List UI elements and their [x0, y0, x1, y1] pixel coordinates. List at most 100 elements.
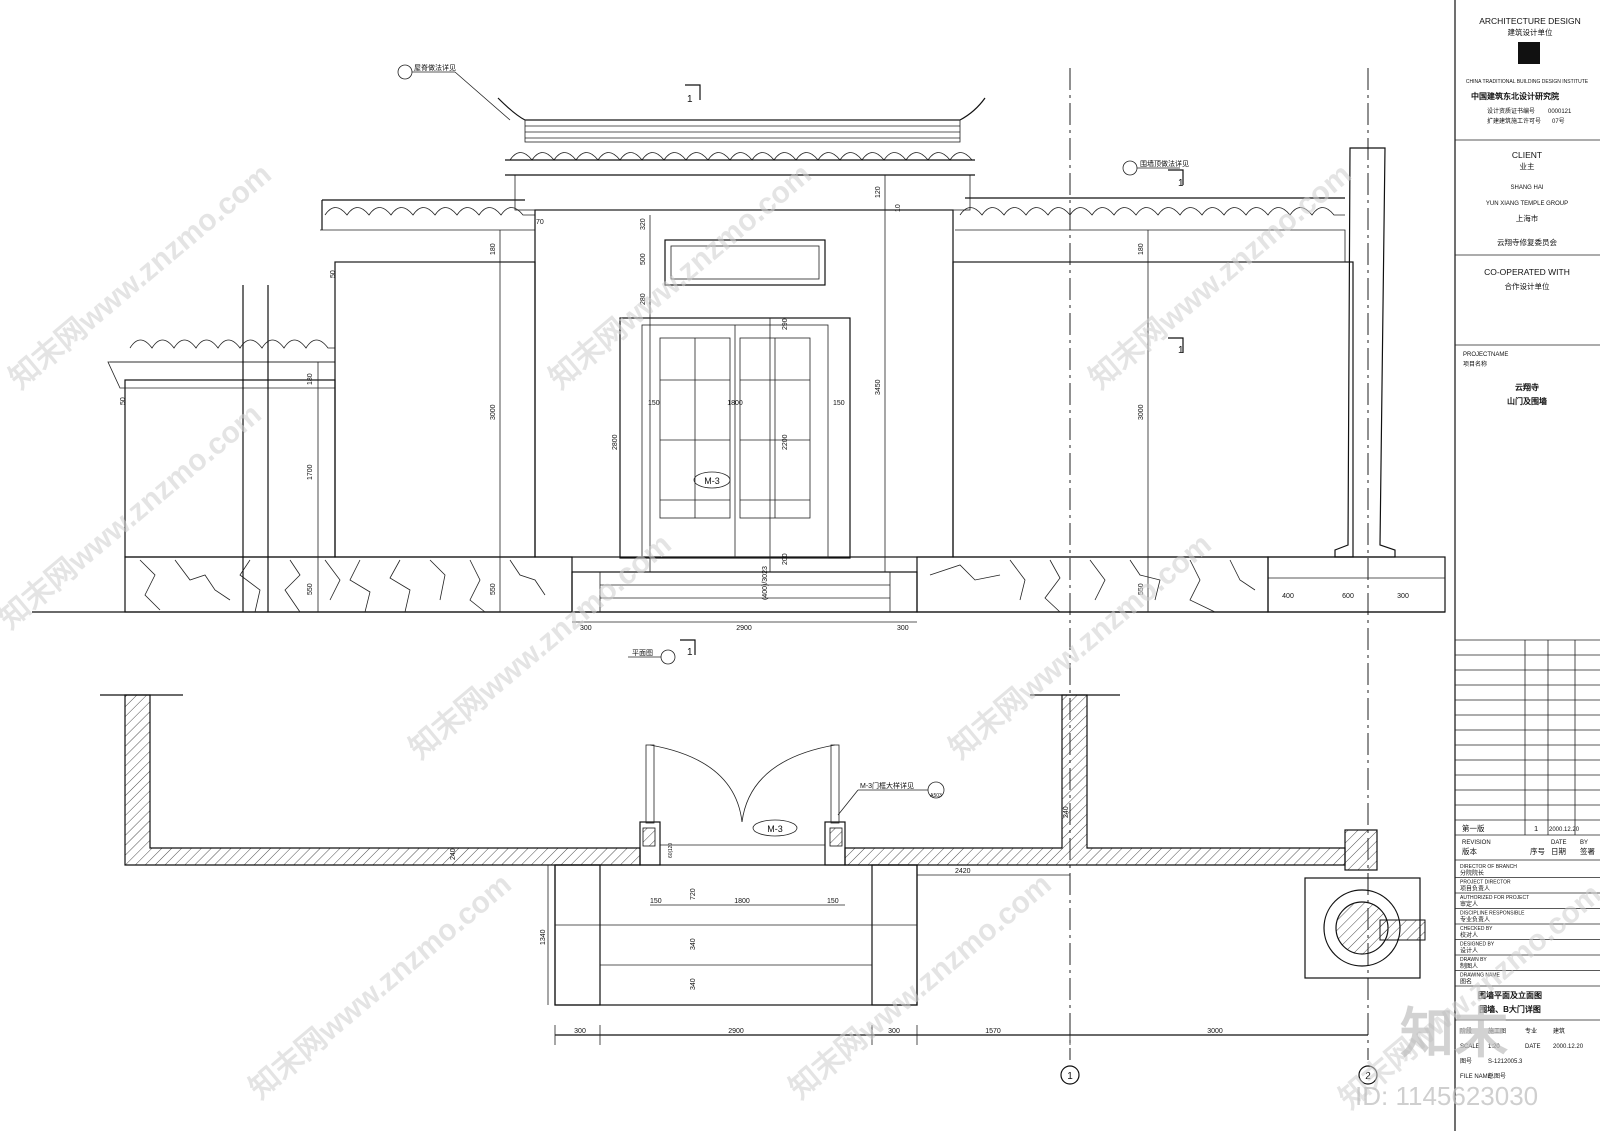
client-pinyin: SHANG HAI [1510, 185, 1543, 191]
dim-pilaster-c: 300 [1397, 593, 1409, 600]
dim-120: 120 [875, 186, 882, 198]
watermark-text-7: 知末网www.znzmo.com [243, 868, 517, 1106]
watermark-id: ID: 1145623030 [1355, 1081, 1538, 1111]
low-wall-left-cap [107, 361, 336, 389]
coop-en: CO-OPERATED WITH [1484, 267, 1570, 277]
gate-roof-tiles [509, 152, 973, 161]
client-en-name: YUN XIANG TEMPLE GROUP [1486, 201, 1568, 207]
plan-dim-b-4: 3000 [1207, 1028, 1223, 1035]
watermark-text-4: 知末网www.znzmo.com [0, 398, 268, 636]
drawing-name-1: 围墙平面及立面图 [1478, 990, 1542, 1000]
dim-3450: 3450 [875, 379, 882, 395]
role-cn: 项目负责人 [1460, 885, 1490, 893]
role-en: DIRECTOR OF BRANCH [1460, 864, 1517, 870]
revision-date: 2000.12.20 [1549, 827, 1580, 833]
date-cn: 日期 [1551, 847, 1566, 856]
date-en: DATE [1551, 840, 1567, 846]
meta-key: 阶段 [1460, 1027, 1472, 1035]
meta-value: S-1212005.3 [1488, 1059, 1523, 1065]
dim-base-w: 2900 [736, 625, 752, 632]
plan-dim-340-b: 340 [690, 978, 697, 990]
role-cn: 校对人 [1460, 931, 1478, 939]
mid-wall-left [334, 261, 536, 558]
dim-base-r: 300 [897, 625, 909, 632]
low-wall-left [124, 379, 336, 558]
door-tag-bubble [693, 471, 731, 489]
cert-value: 0000121 [1548, 109, 1572, 115]
firm-logo [1518, 42, 1540, 64]
pilaster-base [1267, 556, 1446, 613]
client-cn: 业主 [1520, 161, 1536, 171]
low-wall-left-tiles [129, 339, 335, 349]
dim-pilaster-a: 400 [1282, 593, 1294, 600]
door-detail-callout: M-3门框大样详见 [860, 781, 914, 790]
dim-70: 70 [536, 219, 544, 226]
dim-2800: 2800 [612, 434, 619, 450]
by-en: BY [1580, 840, 1588, 846]
callout-bubble-plan [660, 649, 676, 665]
plan-dim-frame: 60|120 [668, 843, 674, 858]
watermark-text-5: 知末网www.znzmo.com [403, 528, 677, 766]
plan-wall-left [124, 694, 641, 866]
meta-key: SCALE [1460, 1044, 1480, 1050]
plan-dim-240-a: 240 [450, 848, 457, 860]
client-city: 上海市 [1516, 213, 1539, 223]
drawing-name-2: 围墙、B大门详图 [1479, 1004, 1541, 1014]
door-tag: M-3 [704, 476, 720, 486]
dim-door-w: 1800 [727, 400, 743, 407]
dim-1700: 1700 [307, 464, 314, 480]
dim-pilaster-b: 600 [1342, 593, 1354, 600]
reg-value: 07号 [1552, 118, 1565, 125]
section-mark-1: 1 [687, 94, 693, 105]
elevation-view: M-3 1 70 [32, 63, 1446, 1060]
door-swing-right [741, 744, 836, 823]
section-mark-2: 1 [1178, 178, 1184, 189]
detail-ref: A503 [930, 793, 942, 799]
dim-180-a: 180 [307, 373, 314, 385]
coop-cn: 合作设计单位 [1505, 281, 1550, 291]
plan-dim-150-r: 150 [827, 898, 839, 905]
role-cn: 专业负责人 [1460, 916, 1490, 924]
wall-right [952, 261, 1354, 558]
plan-dim-b-2: 300 [888, 1028, 900, 1035]
dim-180-b: 180 [490, 243, 497, 255]
client-name: 云翔寺修复委员会 [1497, 237, 1557, 247]
revision-num: 1 [1534, 824, 1538, 833]
meta-value-2: 建筑 [1553, 1027, 1565, 1035]
meta-value: 总图号 [1488, 1072, 1506, 1080]
plan-steps [554, 864, 918, 1006]
role-cn: 审定人 [1460, 900, 1478, 908]
plan-dim-150-l: 150 [650, 898, 662, 905]
by-cn: 签署 [1580, 846, 1596, 856]
project-cn: 项目名称 [1463, 360, 1487, 368]
role-cn: 图名 [1460, 978, 1472, 986]
watermark-logo: 知末 [1400, 1004, 1508, 1064]
callout-bubble-right [1122, 160, 1138, 176]
plan-dim-2420: 2420 [955, 868, 971, 875]
dim-50-b: 50 [330, 270, 337, 278]
role-en: DRAWN BY [1460, 957, 1487, 963]
dim-3000-left: 3000 [490, 404, 497, 420]
role-en: CHECKED BY [1460, 926, 1493, 932]
door-leaf-right [830, 744, 840, 824]
plan-dim-b-3: 1570 [985, 1028, 1001, 1035]
cert-label: 设计资质证书编号 [1487, 107, 1535, 115]
plan-dim-720: 720 [690, 888, 697, 900]
role-cn: 设计人 [1460, 947, 1478, 955]
rev-no-cn: 序号 [1530, 846, 1545, 856]
role-en: DISCIPLINE RESPONSIBLE [1460, 911, 1525, 917]
plan-dim-340-a: 340 [690, 938, 697, 950]
wall-right-tiles [959, 207, 1345, 216]
revision-no: 第一版 [1462, 823, 1485, 833]
role-en: PROJECT DIRECTOR [1460, 880, 1511, 886]
role-en: DESIGNED BY [1460, 942, 1495, 948]
revision-grid [1455, 640, 1600, 836]
dim-2200: 2200 [782, 434, 789, 450]
dim-200: 200 [782, 553, 789, 565]
client-en: CLIENT [1512, 150, 1542, 160]
dim-door-side-r: 150 [833, 400, 845, 407]
firm-cn: 建筑设计单位 [1508, 27, 1553, 37]
dim-door-side-l: 150 [648, 400, 660, 407]
